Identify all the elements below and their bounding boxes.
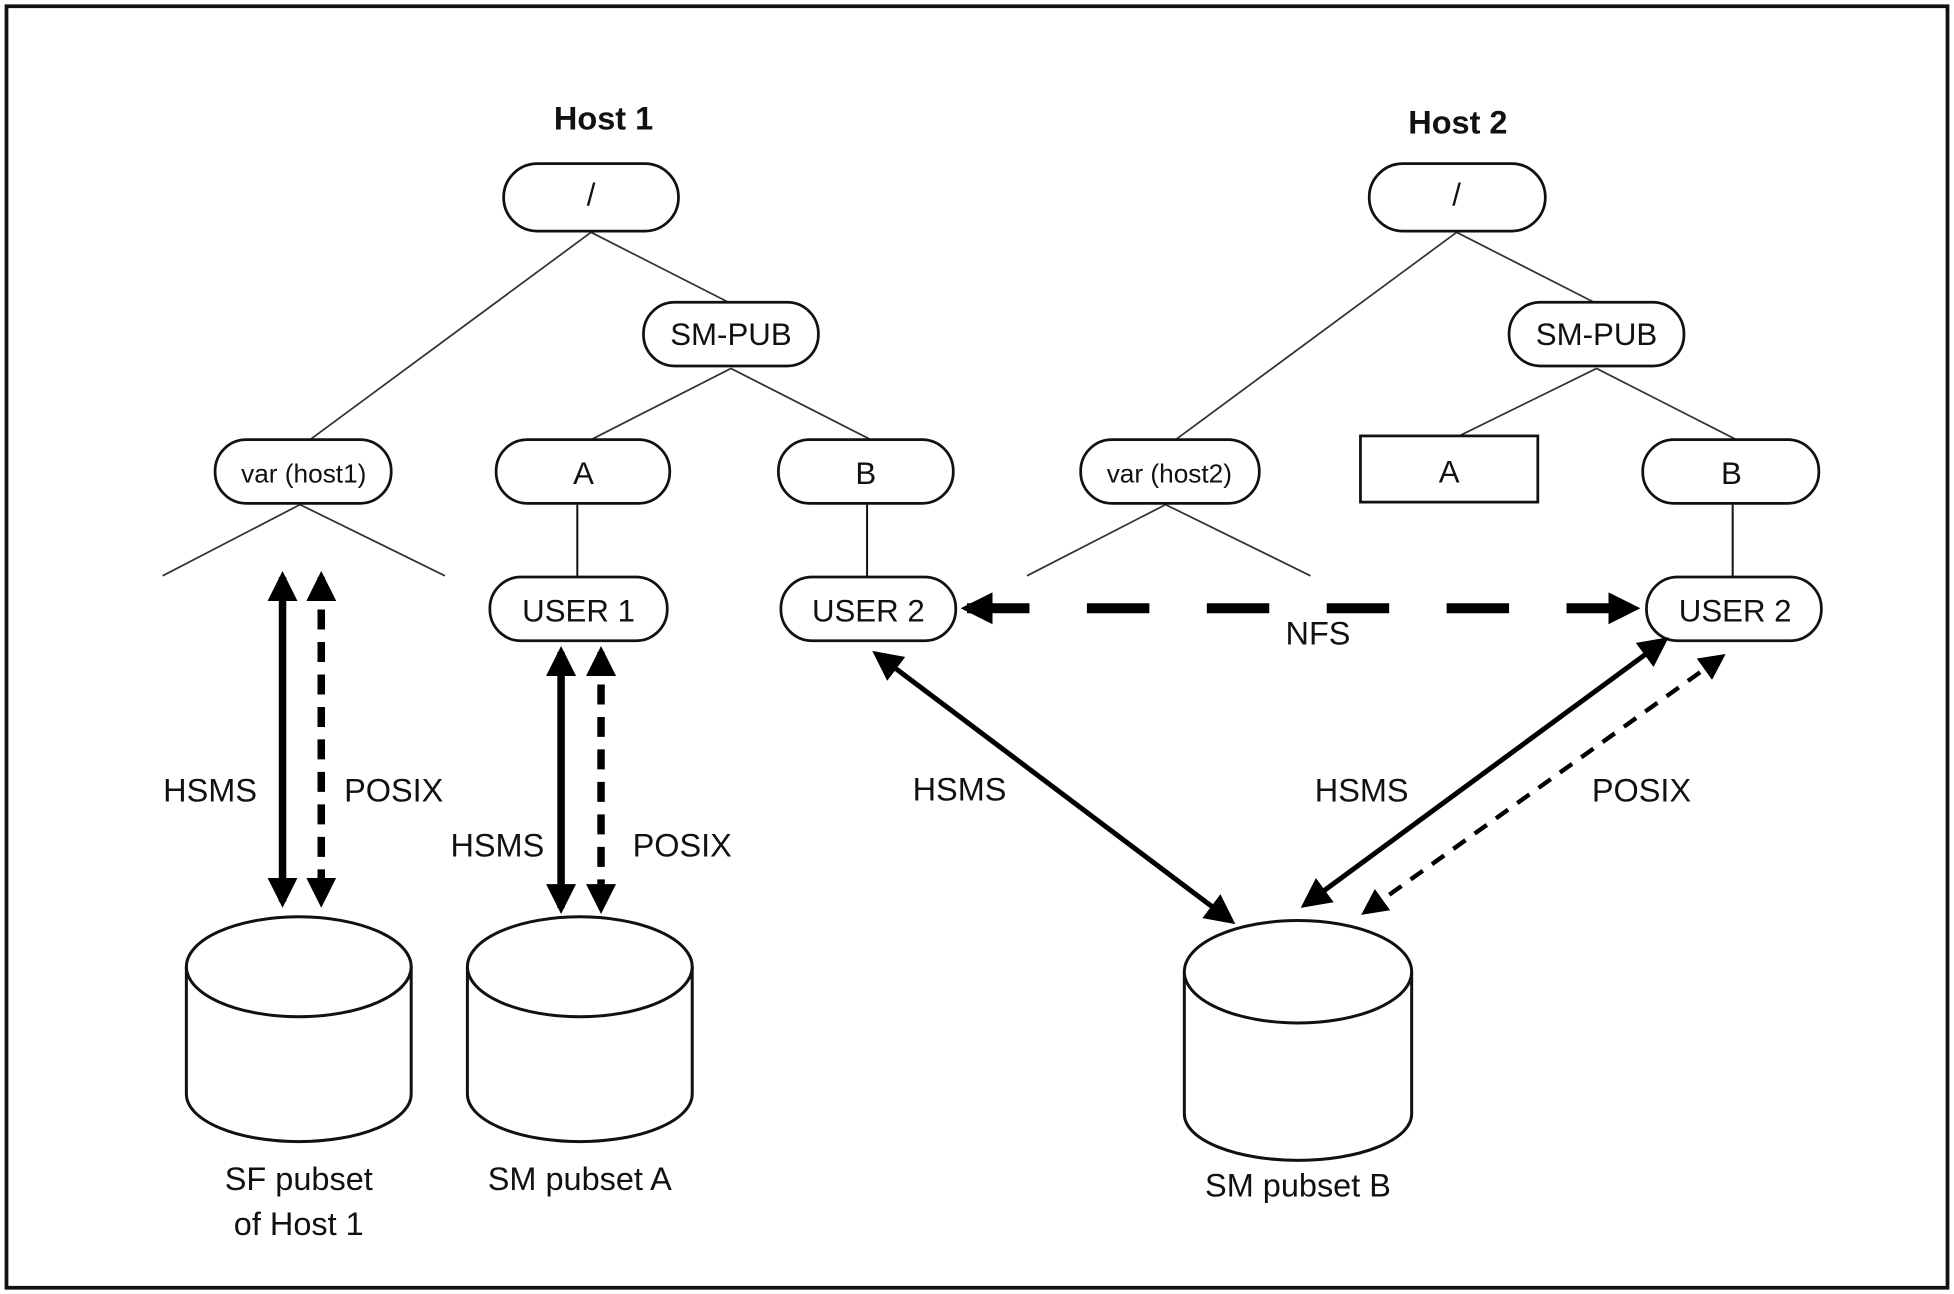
edge-smpub-a-host2	[1458, 367, 1597, 437]
edge-root-smpub-host1	[590, 231, 729, 304]
host1-user1-label: USER 1	[522, 593, 635, 628]
label-hsms-host1-user2: HSMS	[913, 771, 1007, 807]
host1-user2-node[interactable]: USER 2	[779, 575, 958, 643]
edge-var-fan-left-host2	[1026, 503, 1167, 577]
host2-dir-a-node[interactable]: A	[1359, 434, 1540, 504]
edge-root-smpub-host2	[1456, 231, 1595, 304]
host2-var-label: var (host2)	[1107, 458, 1232, 488]
host1-var-node[interactable]: var (host1)	[213, 438, 393, 505]
edge-var-fan-right-host1	[299, 503, 446, 577]
host2-smpub-node[interactable]: SM-PUB	[1507, 300, 1686, 368]
host1-var-label: var (host1)	[241, 458, 366, 488]
host2-root-label: /	[1452, 177, 1461, 212]
sm-pubset-a-label: SM pubset A	[488, 1161, 672, 1197]
host2-dir-b-label: B	[1721, 456, 1742, 491]
host1-user2-label: USER 2	[812, 593, 925, 628]
host1-dir-b-node[interactable]: B	[777, 438, 955, 505]
host1-smpub-node[interactable]: SM-PUB	[642, 300, 820, 368]
label-posix-host2-user2: POSIX	[1592, 773, 1691, 809]
host1-root-label: /	[587, 177, 596, 212]
edge-root-var-host2	[1175, 231, 1458, 441]
host1-smpub-label: SM-PUB	[670, 317, 791, 352]
arrow-posix-user2-host2-sm-pubset-b	[1361, 653, 1726, 915]
arrow-hsms-user2-host1-sm-pubset-b	[872, 650, 1236, 925]
label-hsms-sf: HSMS	[163, 773, 257, 809]
host1-user1-node[interactable]: USER 1	[488, 575, 669, 643]
host1-dir-b-label: B	[855, 456, 876, 491]
host2-user2-label: USER 2	[1679, 593, 1792, 628]
host2-dir-a-label: A	[1439, 455, 1460, 490]
host2-dir-b-node[interactable]: B	[1641, 438, 1821, 505]
sm-pubset-b-cylinder[interactable]: SM pubset B	[1182, 919, 1414, 1204]
sf-pubset-label-line2: of Host 1	[234, 1206, 364, 1242]
host2-smpub-label: SM-PUB	[1536, 317, 1657, 352]
edge-smpub-a-host1	[590, 367, 732, 441]
edge-var-fan-left-host1	[162, 503, 301, 577]
host2-tree: Host 2 / SM-PUB var (host2) A B	[1026, 104, 1823, 643]
label-posix-sm-a: POSIX	[633, 828, 732, 864]
label-posix-sf: POSIX	[344, 773, 443, 809]
sf-pubset-label-line1: SF pubset	[225, 1161, 373, 1197]
label-hsms-sm-a: HSMS	[450, 828, 544, 864]
label-hsms-host2-user2: HSMS	[1315, 773, 1409, 809]
host1-dir-a-label: A	[573, 456, 594, 491]
host1-title: Host 1	[554, 101, 653, 137]
edge-smpub-b-host2	[1596, 367, 1737, 441]
connections: HSMS POSIX HSMS POSIX NFS HSMS HSMS POSI…	[163, 571, 1726, 925]
host1-tree: Host 1 / SM-PUB var (host1) A B	[162, 101, 958, 643]
host2-title: Host 2	[1408, 104, 1507, 140]
host2-root-node[interactable]: /	[1367, 162, 1547, 233]
host1-root-node[interactable]: /	[502, 162, 680, 233]
host2-var-node[interactable]: var (host2)	[1079, 438, 1261, 505]
sm-pubset-a-cylinder[interactable]: SM pubset A	[465, 915, 694, 1197]
edge-var-fan-right-host2	[1165, 503, 1311, 577]
edge-root-var-host1	[309, 231, 592, 441]
sf-pubset-host1-cylinder[interactable]: SF pubset of Host 1	[184, 915, 413, 1242]
edge-smpub-b-host1	[730, 367, 872, 441]
sm-pubset-b-label: SM pubset B	[1205, 1167, 1391, 1203]
label-nfs: NFS	[1286, 615, 1351, 651]
host2-user2-node[interactable]: USER 2	[1645, 575, 1823, 643]
host1-dir-a-node[interactable]: A	[494, 438, 672, 505]
